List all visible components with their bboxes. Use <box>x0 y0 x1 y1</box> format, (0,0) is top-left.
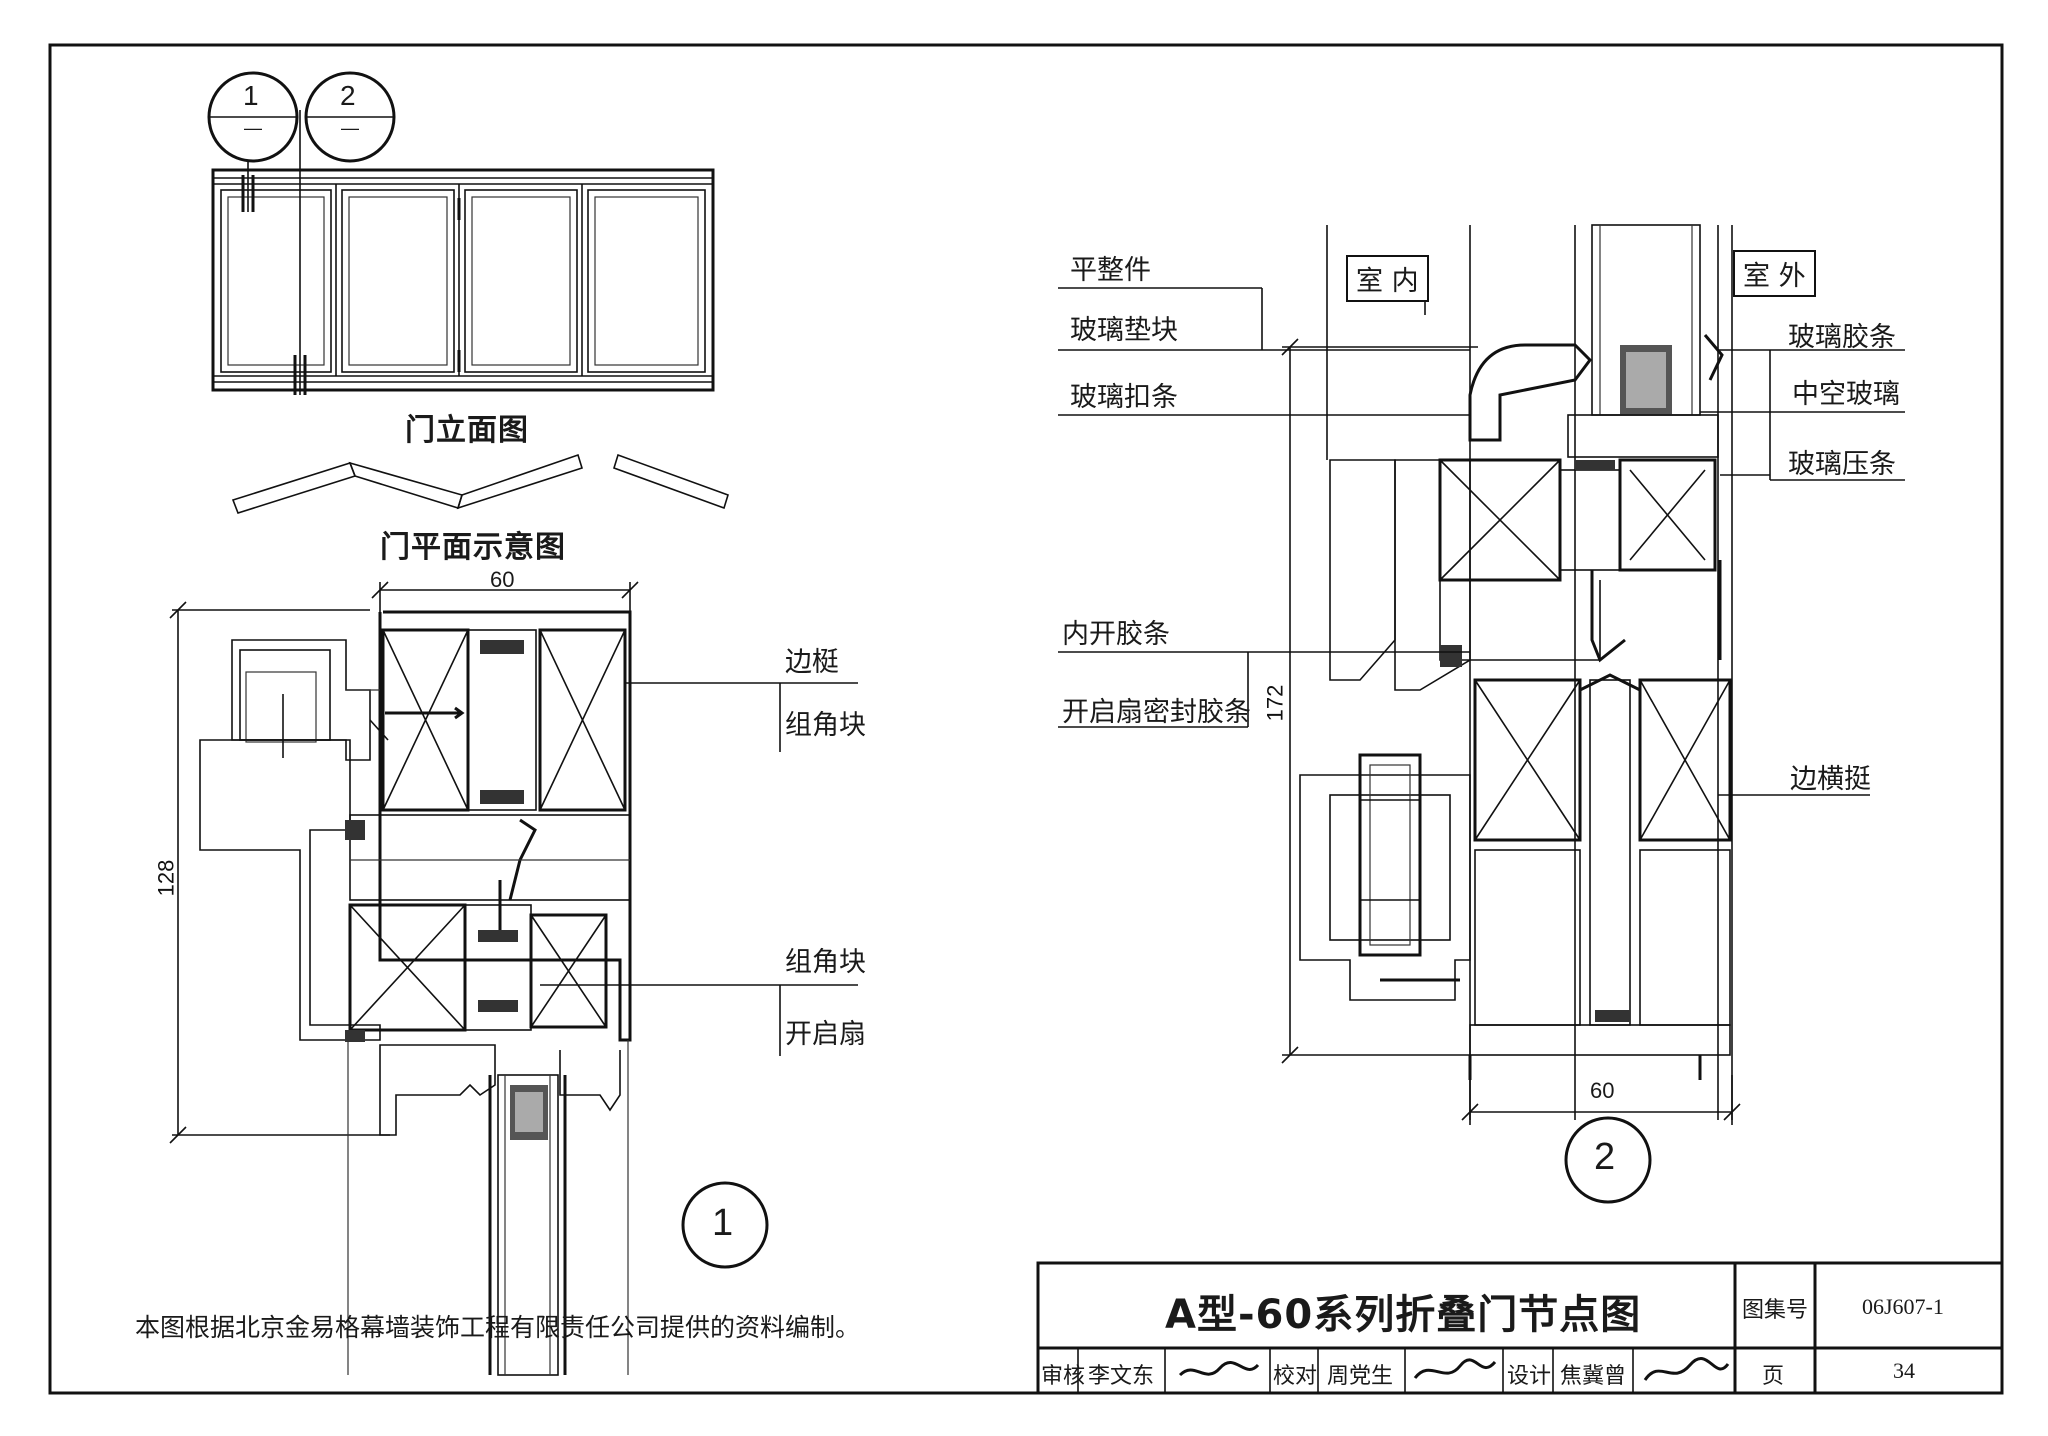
design-name: 焦冀曾 <box>1560 1364 1627 1389</box>
check-name: 周党生 <box>1327 1364 1394 1389</box>
check-label: 校对 <box>1273 1364 1318 1389</box>
label-glass-gasket: 玻璃胶条 <box>1788 322 1896 353</box>
detail-2-dim-height: 172 <box>1262 684 1288 722</box>
elevation-title: 门立面图 <box>405 413 529 448</box>
label-sash-seal-gasket: 开启扇密封胶条 <box>1062 697 1251 728</box>
outdoor-label: 室 外 <box>1733 250 1816 297</box>
page-label: 页 <box>1762 1364 1785 1389</box>
ref-1-sub: — <box>244 118 262 138</box>
title-block-grid <box>1036 1261 2004 1395</box>
plan-title: 门平面示意图 <box>380 530 566 565</box>
review-signature <box>1178 1361 1260 1377</box>
label-leveling-piece: 平整件 <box>1070 255 1151 286</box>
door-plan <box>231 453 729 514</box>
door-elevation <box>211 110 715 395</box>
label-opening-sash: 开启扇 <box>785 1019 866 1050</box>
drawing-title: A型-60系列折叠门节点图 <box>1165 1292 1642 1338</box>
review-label: 审核 <box>1041 1364 1086 1389</box>
ref-2-number: 2 <box>340 80 356 111</box>
ref-2-sub: — <box>341 118 359 138</box>
ref-1-number: 1 <box>243 80 259 111</box>
label-glass-bead-strip: 玻璃扣条 <box>1070 382 1178 413</box>
atlas-label: 图集号 <box>1742 1298 1809 1323</box>
design-label: 设计 <box>1507 1364 1552 1389</box>
detail-2-number: 2 <box>1594 1136 1616 1178</box>
design-signature <box>1643 1357 1730 1381</box>
check-signature <box>1413 1358 1497 1379</box>
review-name: 李文东 <box>1088 1364 1155 1389</box>
label-glass-setting-block: 玻璃垫块 <box>1070 315 1178 346</box>
label-glazing-bead: 玻璃压条 <box>1788 449 1896 480</box>
reference-circles <box>207 71 396 163</box>
detail-1-dim-height: 128 <box>153 859 179 897</box>
detail-1-circle <box>681 1181 769 1269</box>
detail-2-circle <box>1564 1116 1652 1204</box>
detail-1-dim-width: 60 <box>490 567 515 592</box>
label-side-rail: 边横挺 <box>1790 764 1871 795</box>
label-corner-block-2: 组角块 <box>785 947 866 978</box>
label-corner-block-1: 组角块 <box>785 710 866 741</box>
label-side-stile: 边梃 <box>785 647 839 678</box>
detail-2-section <box>1058 224 1905 1125</box>
sheet-border <box>48 43 2004 1395</box>
page-number: 34 <box>1893 1358 1915 1383</box>
detail-1-number: 1 <box>712 1202 734 1244</box>
indoor-label: 室 内 <box>1346 255 1429 302</box>
label-insulated-glass: 中空玻璃 <box>1792 379 1900 410</box>
source-note: 本图根据北京金易格幕墙装饰工程有限责任公司提供的资料编制。 <box>135 1313 861 1342</box>
detail-2-dim-width: 60 <box>1590 1078 1615 1103</box>
atlas-number: 06J607-1 <box>1862 1294 1944 1319</box>
detail-1-section <box>169 581 858 1376</box>
label-inward-gasket: 内开胶条 <box>1062 619 1170 650</box>
